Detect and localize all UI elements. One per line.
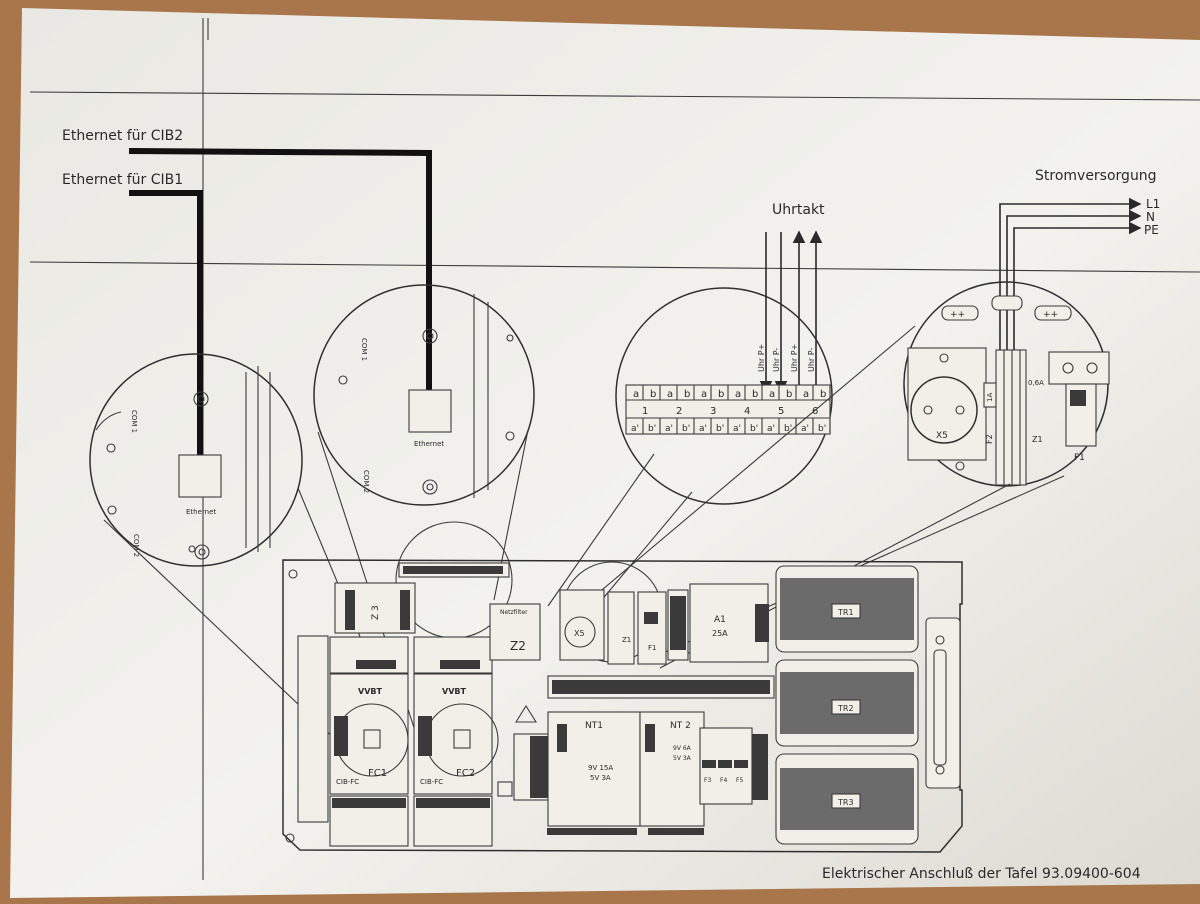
cib-fc-module-1: VVBT FC1 CIB-FC <box>329 636 409 847</box>
terminal-top-5: a <box>701 389 707 400</box>
fc1-label: FC1 <box>368 768 387 779</box>
terminal-top-8: b <box>752 389 758 400</box>
z2-label: Z2 <box>510 639 526 653</box>
clock-wires <box>759 230 823 394</box>
terminal-bottom-2: b' <box>648 424 656 434</box>
nt2-spec-1: 9V 6A <box>673 745 692 752</box>
x5-panel-label: X5 <box>574 629 585 638</box>
fuse-small-label: 1A <box>986 393 994 402</box>
terminal-top-10: b <box>786 389 792 400</box>
ethernet-cable-cib1 <box>129 190 203 476</box>
f1-detail-label: F1 <box>1074 453 1085 463</box>
fuse-rating-label: 0,6A <box>1028 379 1044 387</box>
cib-fc-2-label: CIB-FC <box>420 778 443 786</box>
tr1-label: TR1 <box>837 608 854 617</box>
nt1-spec-2: 5V 3A <box>590 774 611 782</box>
terminal-top-3: a <box>667 389 673 400</box>
uhr-signal-2: Uhr P- <box>772 348 781 372</box>
terminal-bottom-8: b' <box>750 424 758 434</box>
uhr-signal-4: Uhr P- <box>807 348 816 372</box>
terminal-bottom-3: a' <box>665 424 673 434</box>
uhrtakt-label: Uhrtakt <box>772 202 825 218</box>
tr2-label: TR2 <box>837 704 854 713</box>
com2-label-1: COM 2 <box>132 534 140 557</box>
terminal-number-6: 6 <box>812 406 818 417</box>
terminal-bottom-4: b' <box>682 424 690 434</box>
z1-detail-label: Z1 <box>1032 435 1043 444</box>
detail-circle-power: ++ ++ X5 1A F2 0,6A Z1 F1 <box>903 281 1110 487</box>
pe-label: PE <box>1144 223 1159 237</box>
z1-panel-label: Z1 <box>622 636 631 644</box>
svg-text:VVBT: VVBT <box>358 687 382 696</box>
z3-label: Z 3 <box>371 605 381 620</box>
terminal-top-4: b <box>684 389 690 400</box>
filter-label: Netzfilter <box>500 609 528 616</box>
transformer-tr3: TR3 <box>775 753 919 845</box>
terminal-bottom-12: b' <box>818 424 826 434</box>
power-supply-nt1: NT1 9V 15A 5V 3A <box>547 711 641 835</box>
terminal-top-9: a <box>769 389 775 400</box>
uhr-signal-1: Uhr P+ <box>757 344 766 372</box>
terminal-bottom-5: a' <box>699 424 707 434</box>
fc2-label: FC2 <box>456 768 475 779</box>
terminal-bottom-9: a' <box>767 424 775 434</box>
ethernet-port-label-1: Ethernet <box>186 508 216 516</box>
x5-detail-label: X5 <box>936 431 948 441</box>
cib-fc-1-label: CIB-FC <box>336 778 359 786</box>
detail-circle-cib1: Ethernet COM 1 COM 2 <box>89 353 303 567</box>
ethernet-cable-cib2 <box>128 147 432 411</box>
terminal-number-1: 1 <box>642 406 648 417</box>
com1-label-1: COM 1 <box>130 410 138 433</box>
terminal-number-5: 5 <box>778 406 784 417</box>
fuse-f5-label: F5 <box>736 777 743 784</box>
ethernet-cib2-label: Ethernet für CIB2 <box>62 128 183 144</box>
nt2-label: NT 2 <box>670 721 691 731</box>
terminal-top-2: b <box>650 389 656 400</box>
svg-text:VVBT: VVBT <box>442 687 466 696</box>
detail-circle-cib2: Ethernet COM 1 COM 2 <box>313 284 535 506</box>
ethernet-cib1-label: Ethernet für CIB1 <box>62 172 183 188</box>
nt1-spec-1: 9V 15A <box>588 764 613 772</box>
terminal-top-12: b <box>820 389 826 400</box>
f1-panel-label: F1 <box>648 644 656 652</box>
power-supply-nt2: NT 2 9V 6A 5V 3A <box>639 711 705 835</box>
terminal-number-4: 4 <box>744 406 750 417</box>
fuse-f4-label: F4 <box>720 777 727 784</box>
terminal-bottom-6: b' <box>716 424 724 434</box>
fuse-f3-label: F3 <box>704 777 711 784</box>
terminal-number-2: 2 <box>676 406 682 417</box>
terminal-top-7: a <box>735 389 741 400</box>
drawing-caption: Elektrischer Anschluß der Tafel 93.09400… <box>822 866 1141 882</box>
tr3-label: TR3 <box>837 798 854 807</box>
n-label: N <box>1146 210 1155 224</box>
terminal-top-11: a <box>803 389 809 400</box>
terminal-bottom-7: a' <box>733 424 741 434</box>
com1-label-2: COM 1 <box>360 338 368 361</box>
cib-fc-module-2: VVBT FC2 CIB-FC <box>413 636 499 847</box>
stromversorgung-label: Stromversorgung <box>1035 168 1157 184</box>
svg-text:++: ++ <box>950 310 965 320</box>
a1-label: A1 <box>714 615 726 625</box>
transformer-tr2: TR2 <box>775 659 919 747</box>
l1-label: L1 <box>1146 197 1160 211</box>
ethernet-port-label-2: Ethernet <box>414 440 444 448</box>
uhr-signal-3: Uhr P+ <box>790 344 799 372</box>
terminal-bottom-10: b' <box>784 424 792 434</box>
transformer-tr1: TR1 <box>775 565 919 653</box>
a1-rating-label: 25A <box>712 629 728 638</box>
nt2-spec-2: 5V 3A <box>673 755 692 762</box>
f2-detail-label: F2 <box>985 434 994 444</box>
terminal-top-6: b <box>718 389 724 400</box>
main-panel: Z 3 VVBT FC1 CIB-FC VVBT FC2 CIB-FC <box>282 559 963 853</box>
com2-label-2: COM 2 <box>362 470 370 493</box>
svg-text:++: ++ <box>1043 310 1058 320</box>
terminal-bottom-11: a' <box>801 424 809 434</box>
terminal-top-1: a <box>633 389 639 400</box>
terminal-bottom-1: a' <box>631 424 639 434</box>
terminal-number-3: 3 <box>710 406 716 417</box>
nt1-label: NT1 <box>585 721 603 731</box>
